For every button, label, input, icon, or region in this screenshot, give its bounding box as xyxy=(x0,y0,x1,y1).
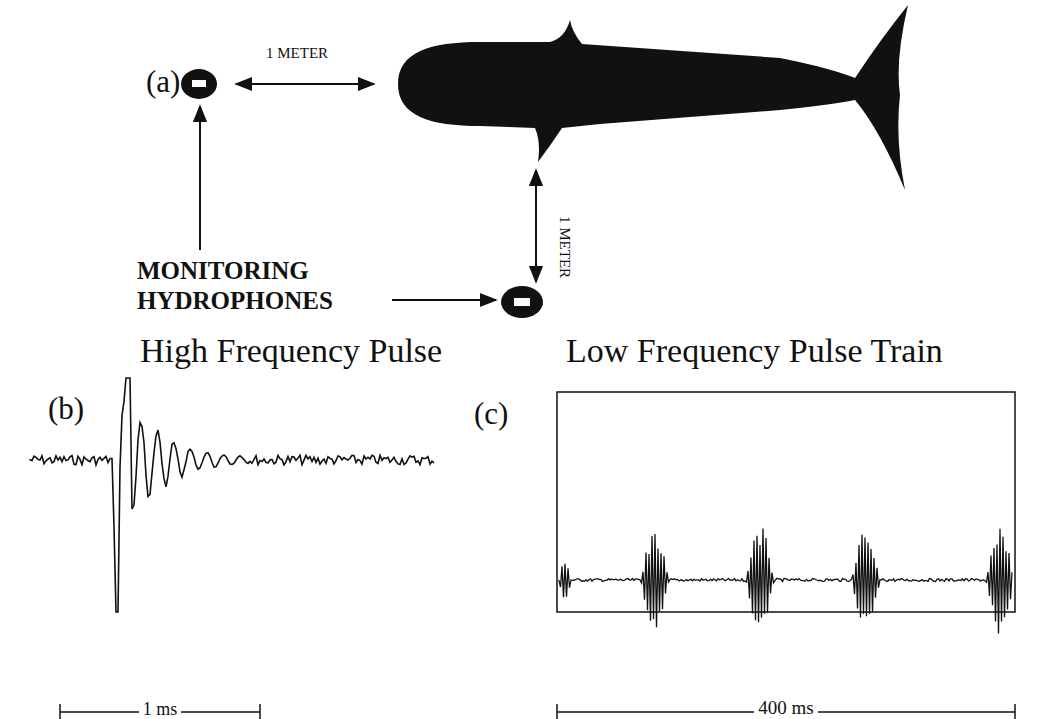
scale-label: 1 ms xyxy=(139,700,182,719)
distance-label: 1 METER xyxy=(266,46,328,62)
distance-arrow xyxy=(236,83,374,85)
panel-letter: (b) xyxy=(48,393,84,426)
waveform xyxy=(559,529,1012,634)
panel-title: Low Frequency Pulse Train xyxy=(566,333,943,369)
pointer-arrow xyxy=(392,299,496,301)
pointer-arrow xyxy=(199,106,201,250)
panel-letter: (c) xyxy=(474,398,508,431)
distance-label: 1 METER xyxy=(556,216,572,278)
whale-silhouette xyxy=(398,5,908,190)
distance-arrow xyxy=(535,170,537,282)
hydrophone xyxy=(501,286,543,318)
hydrophone xyxy=(181,69,217,99)
waveform xyxy=(30,378,434,612)
panel-letter: (a) xyxy=(146,66,180,99)
scale-label: 400 ms xyxy=(754,698,817,718)
panel-title: High Frequency Pulse xyxy=(140,333,442,369)
callout-label: MONITORING HYDROPHONES xyxy=(137,256,407,316)
